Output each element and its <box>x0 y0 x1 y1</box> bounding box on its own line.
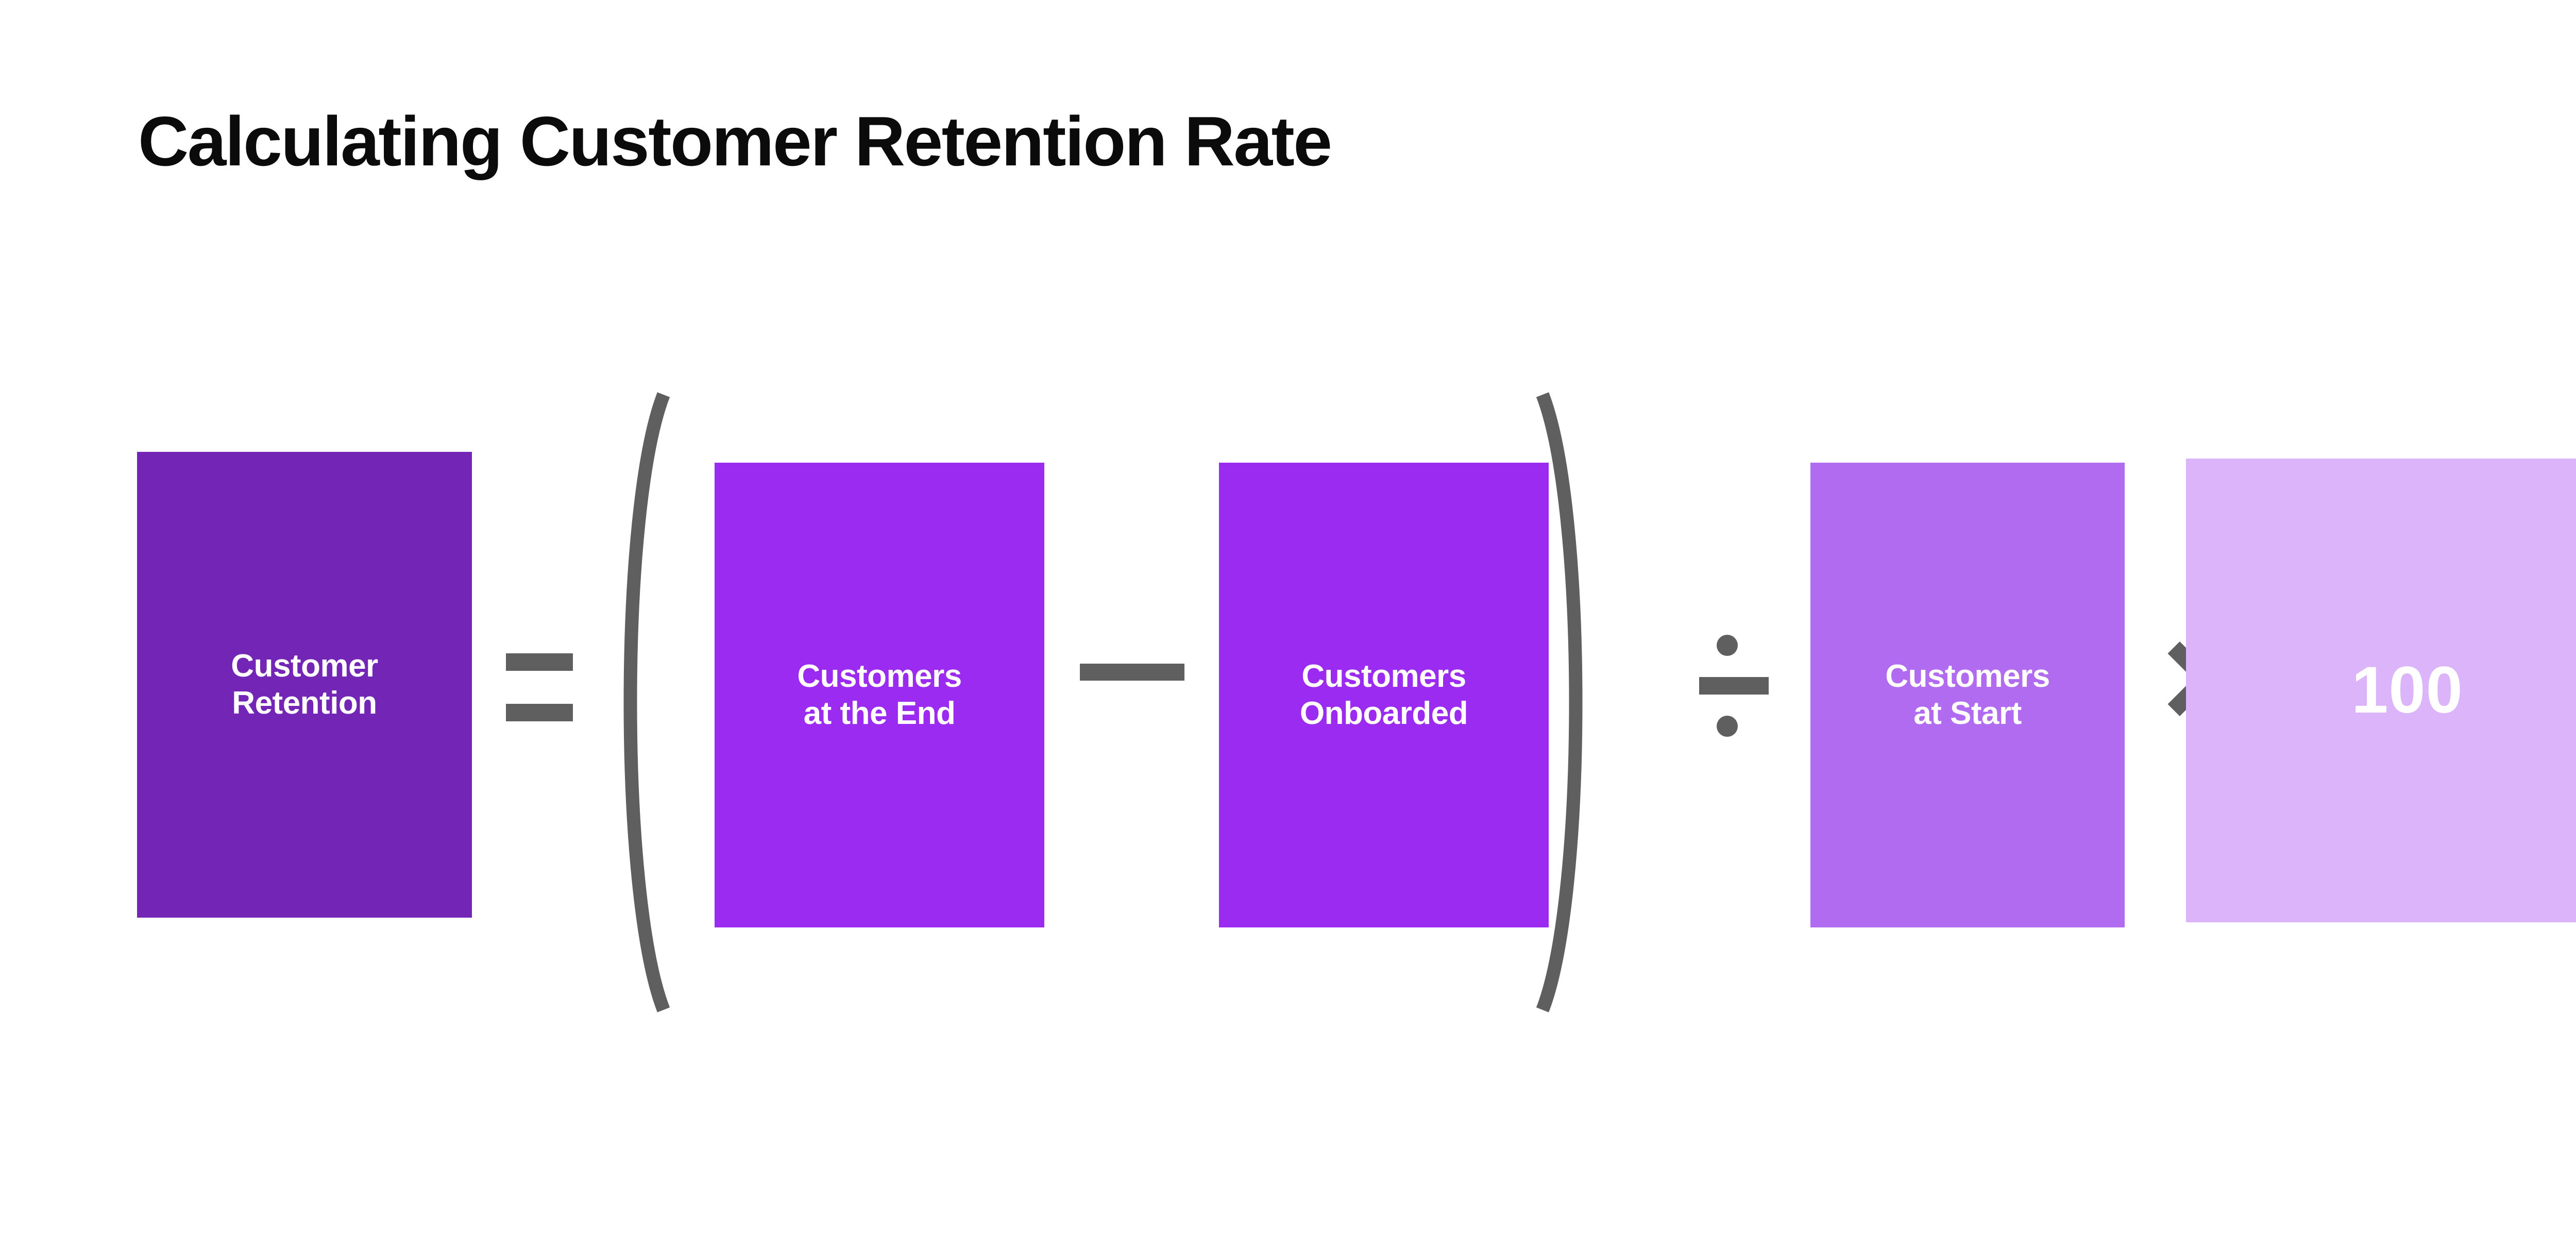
open-parenthesis-icon <box>608 391 675 1014</box>
term-label-customers-onboarded: Customers Onboarded <box>1299 658 1468 731</box>
division-dot-bottom <box>1717 716 1738 737</box>
term-box-hundred: 100 <box>2186 459 2576 922</box>
equals-sign-icon <box>506 653 573 721</box>
equals-bar-bottom <box>506 704 573 721</box>
equals-bar-top <box>506 653 573 671</box>
division-bar <box>1699 677 1769 695</box>
term-label-customers-at-the-end: Customers at the End <box>797 658 962 731</box>
minus-sign-icon <box>1080 664 1184 681</box>
term-label-customer-retention: Customer Retention <box>231 648 378 721</box>
term-box-customers-at-the-end: Customers at the End <box>715 463 1044 927</box>
term-box-customers-at-start: Customers at Start <box>1810 463 2125 927</box>
term-label-customers-at-start: Customers at Start <box>1885 658 2050 731</box>
term-label-hundred: 100 <box>2351 653 2463 727</box>
term-box-customer-retention: Customer Retention <box>137 452 472 918</box>
page-title: Calculating Customer Retention Rate <box>138 102 1332 180</box>
close-parenthesis-icon <box>1531 391 1598 1014</box>
division-sign-icon <box>1699 635 1769 737</box>
term-box-customers-onboarded: Customers Onboarded <box>1219 463 1549 927</box>
division-dot-top <box>1717 635 1738 656</box>
